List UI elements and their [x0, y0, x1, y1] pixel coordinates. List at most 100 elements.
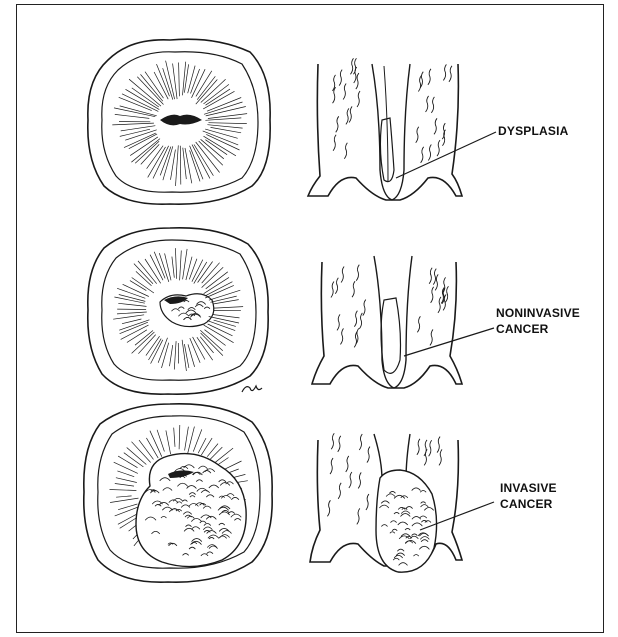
- cervix-cross-section-invasive: [310, 433, 494, 572]
- stroma-squiggle: [426, 96, 429, 112]
- stroma-squiggle: [349, 106, 352, 122]
- hatch-stroke: [214, 320, 236, 326]
- hatch-stroke: [146, 438, 158, 458]
- hatch-stroke: [115, 114, 150, 118]
- stroma-squiggle: [341, 266, 344, 282]
- hatch-stroke: [166, 430, 171, 454]
- label-invasive-cancer: INVASIVE CANCER: [500, 480, 557, 512]
- stroma-squiggle: [437, 437, 440, 453]
- cervix-frontal-view-invasive: [84, 404, 272, 582]
- hatch-stroke: [117, 312, 147, 314]
- stroma-squiggle: [346, 108, 349, 124]
- hatch-stroke: [184, 344, 189, 368]
- hatch-stroke: [110, 498, 138, 502]
- hatch-stroke: [118, 303, 146, 306]
- lesion-texture: [172, 300, 210, 319]
- hatch-stroke: [139, 440, 154, 459]
- stroma-squiggle: [356, 265, 359, 281]
- hatch-stroke: [119, 97, 152, 110]
- hatch-stroke: [116, 496, 132, 497]
- cervix-frontal-view-dysplasia: [88, 39, 270, 204]
- hatch-stroke: [117, 288, 145, 298]
- stroma-squiggle: [343, 83, 346, 99]
- tissue-bump: [178, 313, 188, 316]
- hatch-stroke: [176, 145, 179, 186]
- hatch-stroke: [117, 471, 134, 477]
- stroma-squiggle: [356, 73, 359, 89]
- stroma-squiggle: [337, 314, 340, 330]
- hatch-stroke: [186, 257, 192, 280]
- hatch-stroke: [190, 150, 200, 181]
- stroma-squiggle: [357, 91, 360, 107]
- hatch-stroke: [214, 300, 239, 304]
- hatch-stroke: [141, 74, 163, 101]
- stroma-squiggle: [424, 440, 427, 456]
- hatch-stroke: [209, 123, 247, 124]
- hatch-stroke: [132, 332, 155, 353]
- noninvasive-lesion: [381, 298, 401, 373]
- stroma-squiggle: [429, 268, 432, 284]
- artist-signature-mark: [242, 386, 262, 392]
- tissue-bump: [172, 309, 180, 311]
- hatch-stroke: [207, 444, 218, 457]
- endocervical-canal: [374, 434, 382, 480]
- hatch-stroke: [129, 134, 157, 149]
- hatch-stroke: [150, 431, 162, 457]
- cervical-os-dark: [164, 296, 188, 304]
- stroma-texture-left: [331, 265, 366, 348]
- tissue-bump: [186, 310, 196, 313]
- hatch-stroke: [204, 102, 243, 114]
- stroma-squiggle: [338, 483, 341, 499]
- label-invasive-line2: CANCER: [500, 496, 557, 512]
- stroma-squiggle: [431, 97, 434, 113]
- cervix-frontal-view-noninvasive: [88, 228, 268, 394]
- stroma-squiggle: [357, 508, 360, 524]
- hatch-stroke: [114, 462, 138, 473]
- tissue-bump: [195, 305, 203, 307]
- hatch-stroke: [120, 106, 157, 116]
- stroma-squiggle: [336, 116, 339, 132]
- label-noninvasive-line1: NONINVASIVE: [496, 305, 580, 321]
- stroma-squiggle: [350, 58, 353, 74]
- invasive-tumor-mass: [136, 454, 246, 567]
- hatch-stroke: [172, 257, 174, 278]
- section-outline: [312, 262, 462, 388]
- tissue-bump: [204, 307, 210, 309]
- stroma-squiggle: [421, 147, 424, 163]
- stroma-squiggle: [443, 64, 446, 80]
- hatch-stroke: [198, 438, 206, 453]
- label-noninvasive-cancer: NONINVASIVE CANCER: [496, 305, 580, 337]
- hatch-stroke: [210, 447, 222, 459]
- stroma-texture-left: [327, 433, 370, 524]
- hatch-stroke: [110, 490, 137, 491]
- hatch-stroke: [206, 89, 231, 105]
- hatch-stroke: [183, 249, 188, 279]
- hatch-stroke: [135, 331, 153, 346]
- stroma-squiggle: [438, 297, 441, 313]
- stroma-squiggle: [331, 282, 334, 298]
- stroma-squiggle: [330, 458, 333, 474]
- stroma-squiggle: [428, 69, 431, 85]
- hatch-stroke: [174, 341, 176, 369]
- hatch-stroke: [179, 63, 180, 97]
- stroma-squiggle: [346, 456, 349, 472]
- stroma-squiggle: [430, 329, 433, 345]
- endocervical-canal: [374, 256, 412, 388]
- stroma-squiggle: [429, 440, 432, 456]
- stroma-squiggle: [367, 447, 370, 463]
- hatch-stroke: [201, 333, 223, 356]
- hatch-stroke: [148, 147, 166, 178]
- tissue-bump: [178, 307, 184, 309]
- hatch-stroke: [165, 253, 171, 280]
- stroma-squiggle: [418, 75, 421, 91]
- hatch-stroke: [201, 139, 224, 159]
- hatch-stroke: [170, 345, 173, 366]
- hatch-stroke: [119, 320, 149, 330]
- cervical-os-dysplasia: [160, 115, 202, 126]
- canal-lining: [384, 66, 388, 182]
- stroma-squiggle: [340, 328, 343, 344]
- stroma-squiggle: [349, 472, 352, 488]
- hatch-stroke: [214, 307, 243, 309]
- stroma-squiggle: [339, 70, 342, 86]
- label-dysplasia-line: DYSPLASIA: [498, 123, 568, 139]
